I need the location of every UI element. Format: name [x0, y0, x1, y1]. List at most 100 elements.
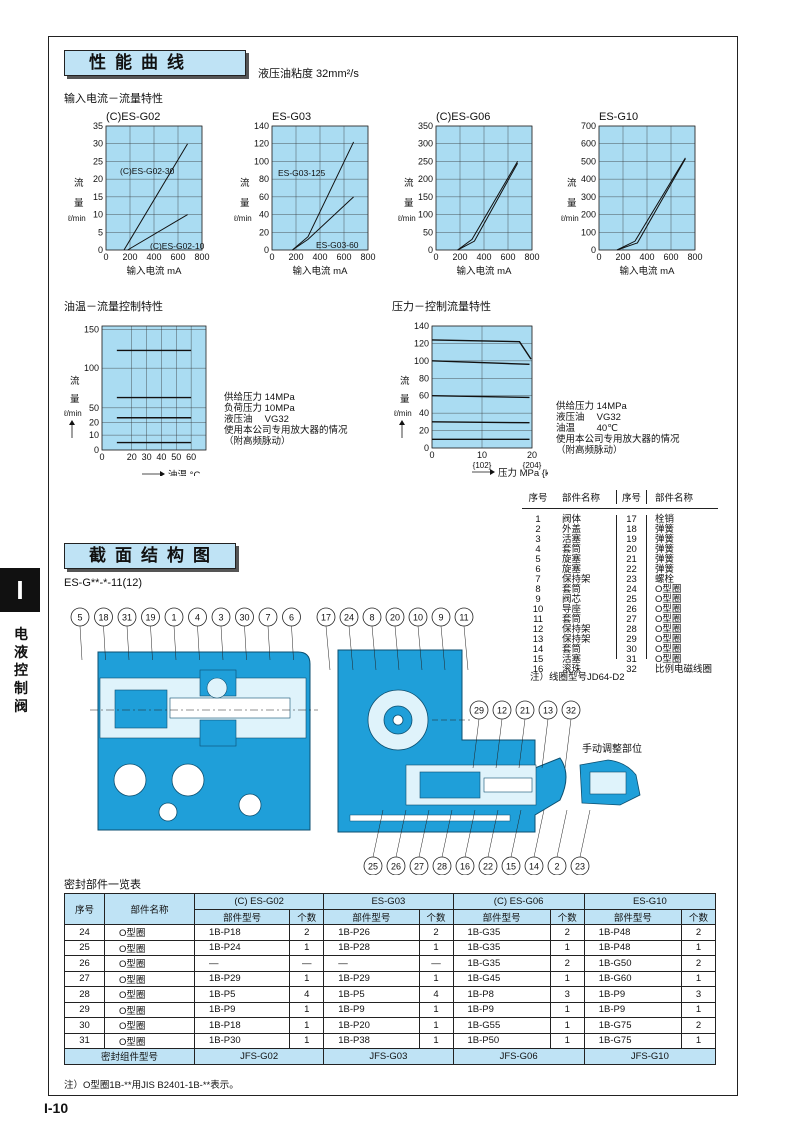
seal-name: O型圈 [104, 1017, 195, 1034]
x-tick-label: 600 [170, 252, 185, 262]
part-name: 弹簧 [655, 564, 675, 575]
seal-h-qty: 个数 [289, 908, 325, 925]
seal-kit: JFS-G03 [323, 1048, 454, 1065]
seal-qty: 2 [418, 924, 454, 941]
y-axis-arrowhead [399, 420, 405, 425]
seal-name: O型圈 [104, 955, 195, 972]
x-tick-label: 400 [146, 252, 161, 262]
x-axis-label: 输入电流 mA [620, 265, 676, 277]
part-number: 27 [626, 614, 637, 625]
y-tick-label: 140 [414, 321, 429, 331]
part-name: 阀芯 [562, 594, 582, 605]
callout-number: 29 [474, 706, 484, 716]
x-tick-label: 800 [194, 252, 209, 262]
callout: 30 [235, 607, 254, 627]
series-label: (C)ES-G02-30 [120, 166, 175, 176]
part-number: 20 [626, 544, 637, 555]
callout: 21 [515, 700, 535, 720]
callout: 27 [409, 856, 429, 875]
y-axis-label: 量 [70, 394, 80, 405]
x-tick-label: 800 [524, 252, 539, 262]
seal-qty: 2 [681, 924, 716, 941]
seal-part: 1B-P9 [452, 1001, 551, 1018]
leader-line [244, 625, 247, 661]
part-number: 21 [626, 554, 637, 565]
part-name: 套筒 [562, 644, 582, 655]
part-name: 保持架 [562, 624, 591, 635]
part-number: 6 [535, 564, 541, 575]
leader-line [325, 625, 331, 671]
oil-temp-title: 油温－流量控制特性 [64, 301, 163, 313]
callout-number: 1 [171, 613, 176, 623]
series-line [292, 141, 355, 251]
seal-h-part: 部件型号 [583, 908, 683, 925]
y-axis-unit: ℓ/min [67, 214, 86, 223]
callout-number: 5 [77, 613, 82, 623]
seal-part: 1B-P5 [323, 986, 420, 1003]
seal-qty: 1 [418, 970, 454, 987]
x-tick-label: 20 [127, 452, 137, 462]
y-tick-label: 500 [581, 156, 596, 166]
seal-table: 序号 部件名称 (C) ES-G02 ES-G03 (C) ES-G06 ES-… [64, 893, 717, 1065]
part-name: 外盖 [562, 524, 582, 535]
page-frame [48, 36, 738, 1096]
seal-no: 29 [64, 1001, 105, 1018]
part-name: 弹簧 [655, 554, 675, 565]
callout-number: 6 [289, 613, 294, 623]
seal-qty: 2 [681, 955, 716, 972]
callout: 12 [492, 700, 512, 720]
series-line [457, 162, 519, 251]
x-tick-label: 10 [477, 450, 487, 460]
leader-line [441, 809, 453, 858]
y-tick-label: 150 [418, 192, 433, 202]
x-tick-sub-label: {102} [473, 461, 492, 470]
seal-qty: 1 [418, 1017, 454, 1034]
seal-part: 1B-P26 [323, 924, 420, 941]
part-number: 25 [626, 594, 637, 605]
part-name: 滚珠 [562, 664, 582, 675]
page-number: I-10 [44, 1100, 69, 1116]
seal-qty: 1 [289, 1017, 325, 1034]
y-tick-label: 5 [98, 227, 103, 237]
seal-qty: 3 [549, 986, 585, 1003]
chart-title: ES-G10 [599, 111, 638, 123]
leader-line [197, 625, 200, 661]
part-name: 活塞 [562, 534, 582, 545]
x-tick-label: 60 [186, 452, 196, 462]
section-title-performance: 性能曲线 [64, 50, 246, 76]
seal-h-no: 序号 [64, 893, 105, 925]
seal-part: 1B-P9 [583, 1001, 683, 1018]
x-axis-label: 油温 °C [168, 469, 200, 476]
seal-no: 31 [64, 1032, 105, 1049]
seal-kit-label: 密封组件型号 [64, 1048, 195, 1065]
part-name: O型圈 [655, 584, 682, 595]
part-number: 26 [626, 604, 637, 615]
y-tick-label: 120 [254, 139, 269, 149]
leader-line [487, 809, 499, 858]
seal-no: 28 [64, 986, 105, 1003]
seal-qty: 1 [418, 939, 454, 956]
seal-part: 1B-G35 [452, 955, 551, 972]
y-tick-label: 10 [89, 430, 99, 440]
leader-line [518, 718, 526, 769]
part-name: O型圈 [655, 634, 682, 645]
callout-number: 28 [437, 862, 447, 872]
y-axis-label: 量 [400, 394, 410, 405]
callout: 1 [164, 607, 184, 627]
y-tick-label: 40 [259, 210, 269, 220]
x-tick-label: 200 [452, 252, 467, 262]
y-tick-label: 0 [94, 445, 99, 455]
seal-qty: 2 [549, 924, 585, 941]
leader-line [291, 625, 294, 661]
seal-part: 1B-P5 [193, 986, 291, 1003]
seal-qty: 1 [549, 1017, 585, 1034]
callout-number: 4 [195, 613, 200, 623]
seal-qty: 1 [549, 939, 585, 956]
part-number: 7 [535, 574, 541, 585]
